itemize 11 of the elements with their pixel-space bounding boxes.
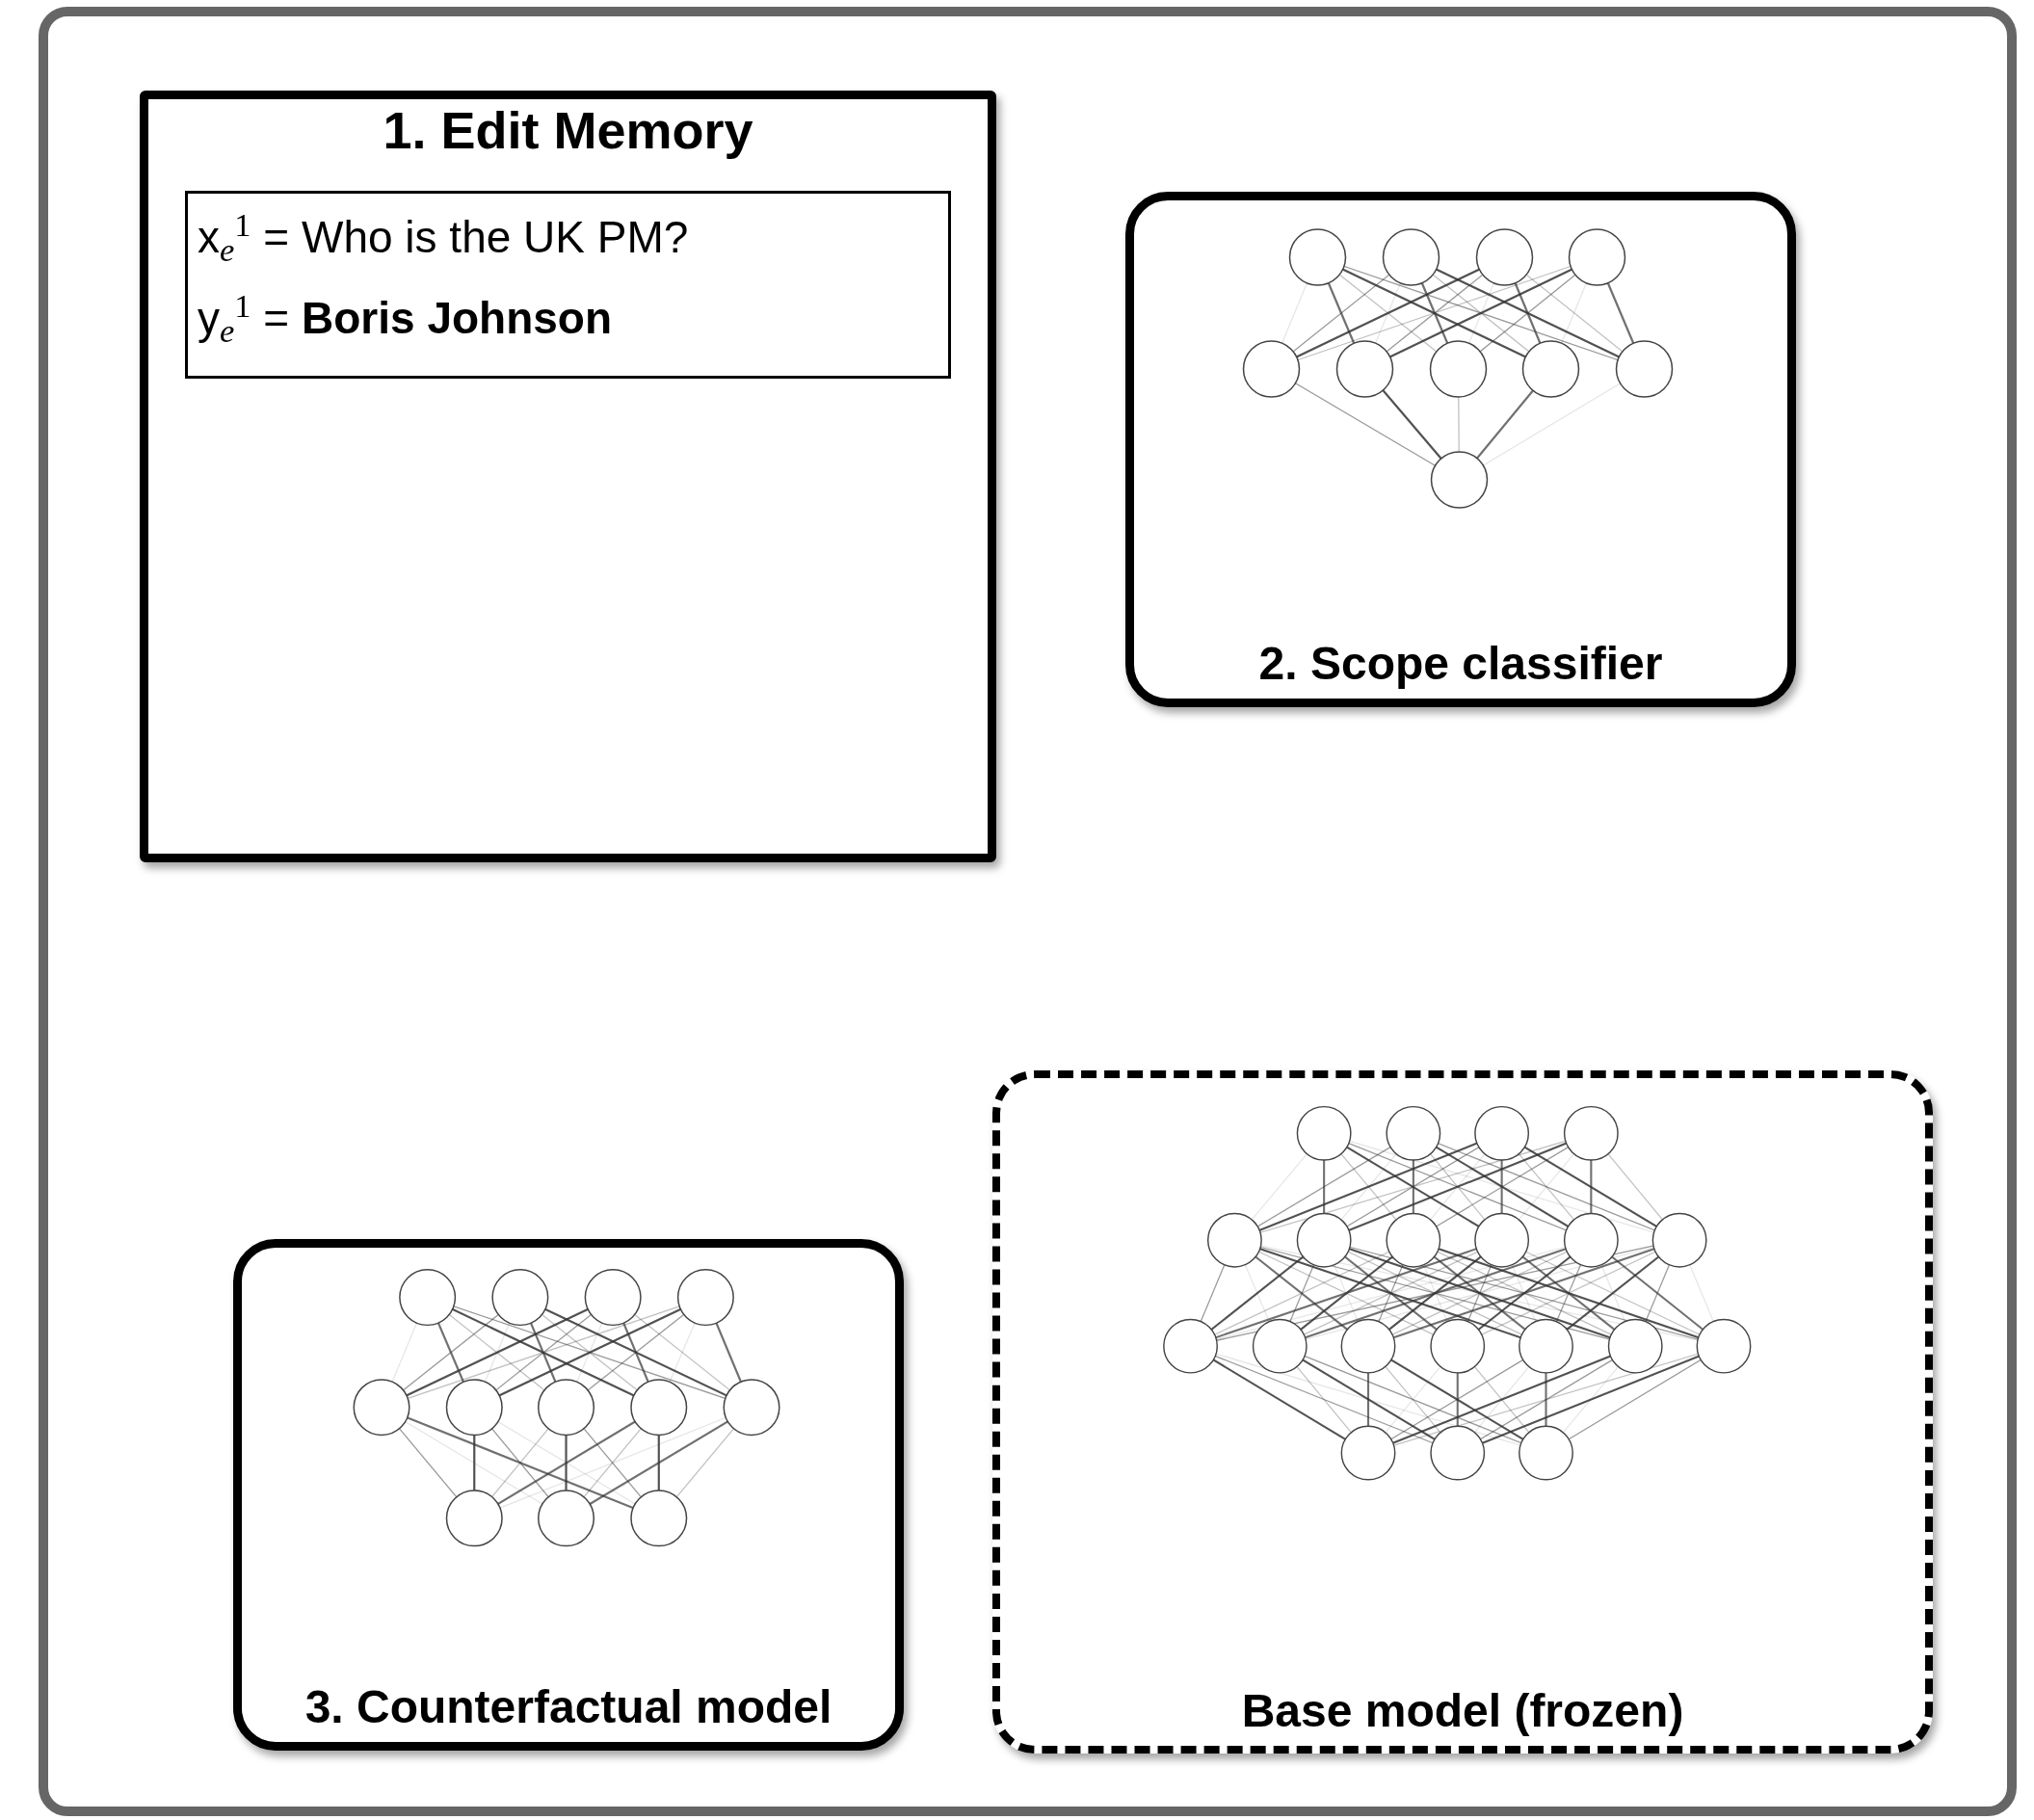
model-panel <box>233 1239 904 1751</box>
panel-title: 3. Counterfactual model <box>304 1680 833 1734</box>
memory-entry-text: y$_{e}$$^{1}$ = Boris Johnson <box>198 288 614 348</box>
memory-panel <box>140 91 996 862</box>
model-panel <box>992 1070 1933 1754</box>
panel-title: Base model (frozen) <box>1240 1684 1685 1738</box>
panel-title: 2. Scope classifier <box>1257 637 1664 691</box>
panel-title: 1. Edit Memory <box>382 100 754 161</box>
memory-entry-text: x$_{e}$$^{1}$ = Who is the UK PM? <box>198 207 689 267</box>
memory-entry-box <box>185 191 951 379</box>
model-panel <box>1125 192 1796 707</box>
